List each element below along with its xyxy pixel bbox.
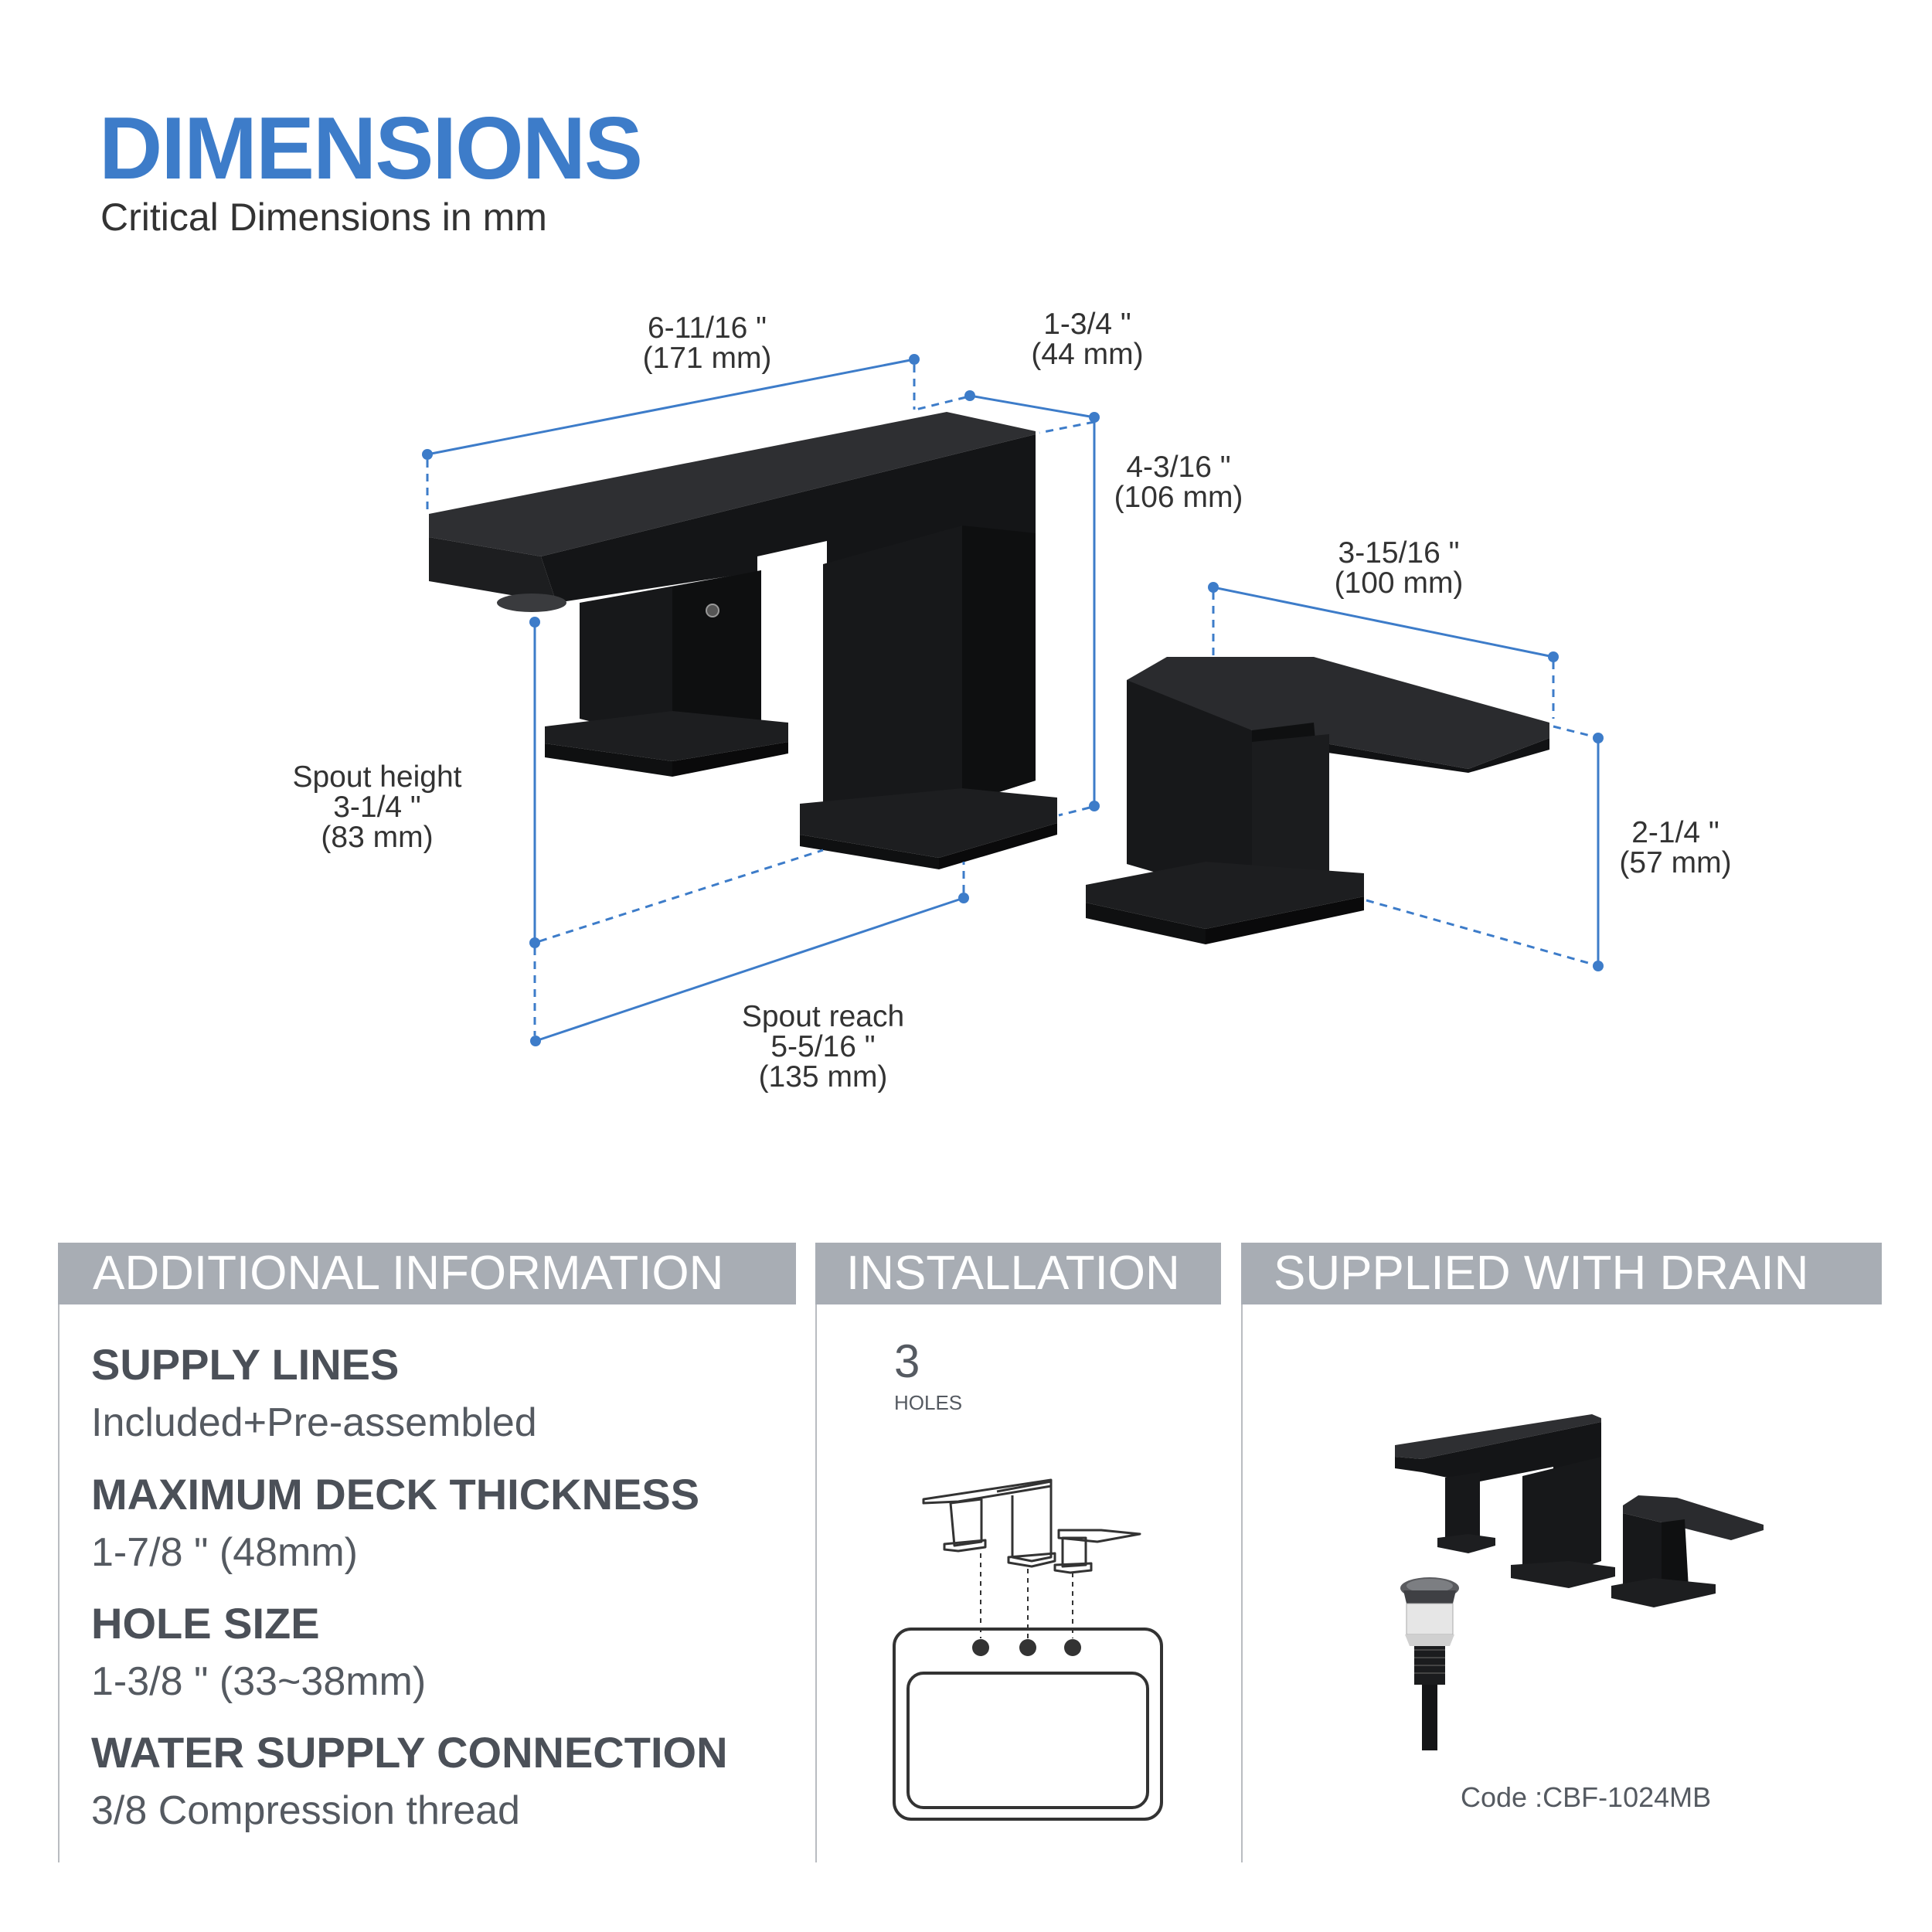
deck-thickness-label: MAXIMUM DECK THICKNESS	[91, 1470, 700, 1519]
dimension-lines	[422, 354, 1604, 1046]
dim-spout-reach-metric: (135 mm)	[759, 1060, 888, 1094]
divider-right	[1241, 1304, 1243, 1862]
pop-up-drain	[1400, 1577, 1459, 1750]
dim-overall-height-imperial: 4-3/16 "	[1126, 451, 1230, 484]
dim-spout-reach-label: Spout reach	[742, 1000, 904, 1033]
water-supply-label: WATER SUPPLY CONNECTION	[91, 1728, 728, 1777]
dim-handle-height-imperial: 2-1/4 "	[1631, 816, 1719, 849]
installation-sink-diagram	[893, 1478, 1163, 1821]
supply-lines-label: SUPPLY LINES	[91, 1340, 400, 1389]
dim-spout-height-imperial: 3-1/4 "	[333, 791, 421, 824]
drain-header: SUPPLIED WITH DRAIN	[1241, 1243, 1882, 1304]
dim-handle-length-metric: (100 mm)	[1335, 566, 1464, 600]
additional-info-header: ADDITIONAL INFORMATION	[58, 1243, 796, 1304]
product-code: Code :CBF-1024MB	[1461, 1781, 1712, 1813]
divider-middle	[815, 1304, 817, 1862]
dim-overall-height-metric: (106 mm)	[1114, 481, 1243, 514]
dim-spout-length-metric: (171 mm)	[643, 342, 772, 375]
deck-thickness-value: 1-7/8 " (48mm)	[91, 1530, 358, 1575]
installation-header: INSTALLATION	[815, 1243, 1221, 1304]
page-subtitle: Critical Dimensions in mm	[100, 196, 547, 239]
faucet-handle	[1086, 657, 1549, 944]
dimension-diagram: 6-11/16 " (171 mm) 1-3/4 " (44 mm) 4-3/1…	[292, 308, 1731, 1094]
dim-base-depth-metric: (44 mm)	[1031, 338, 1143, 371]
dim-handle-height-metric: (57 mm)	[1619, 846, 1731, 879]
holes-label: HOLES	[894, 1391, 963, 1414]
drain-product-image	[1395, 1414, 1764, 1750]
holes-count: 3	[894, 1335, 920, 1387]
dim-spout-height-label: Spout height	[292, 760, 461, 794]
supply-lines-value: Included+Pre-assembled	[91, 1400, 537, 1445]
dim-spout-reach-imperial: 5-5/16 "	[770, 1030, 875, 1063]
page-title: DIMENSIONS	[99, 100, 643, 198]
small-faucet	[1395, 1414, 1764, 1607]
hole-size-label: HOLE SIZE	[91, 1599, 320, 1648]
dim-spout-height-metric: (83 mm)	[321, 821, 433, 854]
divider-left	[58, 1304, 60, 1862]
dim-base-depth-imperial: 1-3/4 "	[1043, 308, 1131, 341]
hole-size-value: 1-3/8 " (33~38mm)	[91, 1659, 427, 1704]
dim-handle-length-imperial: 3-15/16 "	[1338, 536, 1460, 570]
faucet-spout	[429, 412, 1057, 869]
water-supply-value: 3/8 Compression thread	[91, 1788, 520, 1833]
dim-spout-length-imperial: 6-11/16 "	[648, 311, 767, 345]
